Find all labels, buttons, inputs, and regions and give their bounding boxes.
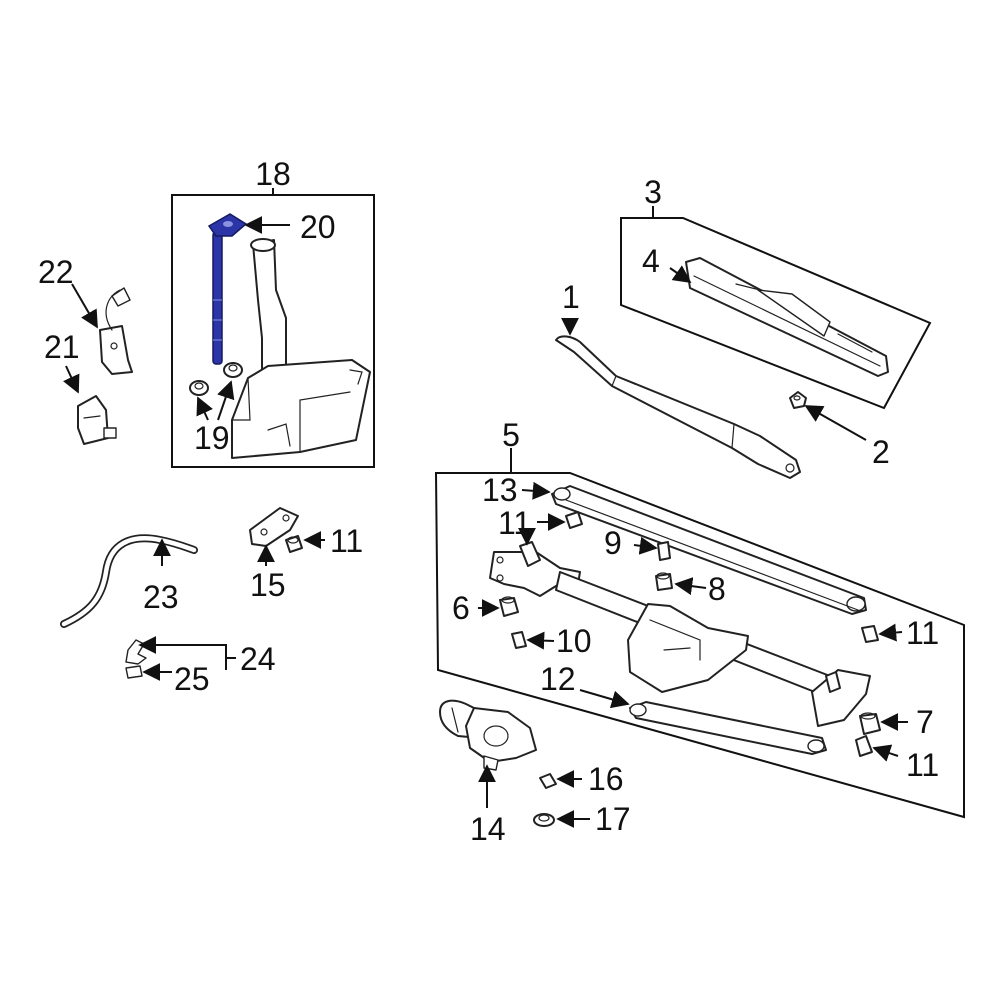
washer-fluid-reservoir <box>231 238 371 459</box>
leader-13 <box>521 481 551 500</box>
leader-9 <box>633 536 658 555</box>
callout-20: 20 <box>300 209 336 245</box>
callout-22: 22 <box>38 254 74 290</box>
leader-2 <box>804 405 867 441</box>
leader-22 <box>71 283 98 329</box>
bushing-8 <box>655 572 673 591</box>
washer-pump-22 <box>99 287 133 375</box>
nut-11-right <box>861 625 879 643</box>
wiper-blade-4 <box>685 257 889 377</box>
leader-8 <box>674 577 707 596</box>
linkage-group-box <box>434 472 965 819</box>
callout-8: 8 <box>708 571 726 607</box>
leader-11-right <box>878 623 903 642</box>
callout-7: 7 <box>916 704 934 740</box>
callout-17: 17 <box>595 801 631 837</box>
callout-3: 3 <box>644 174 662 210</box>
wiper-arm-1 <box>555 335 801 479</box>
callout-10: 10 <box>556 623 592 659</box>
wiper-blade-group-box <box>620 217 932 410</box>
callout-9: 9 <box>604 525 622 561</box>
callout-24: 24 <box>240 641 276 677</box>
callout-11-right: 11 <box>906 615 939 651</box>
callout-23: 23 <box>143 579 179 615</box>
callout-1: 1 <box>562 279 580 315</box>
leader-21 <box>63 365 80 394</box>
leader-19b <box>217 380 235 421</box>
callout-21: 21 <box>44 329 80 365</box>
hose-connector-25 <box>125 665 143 679</box>
bracket-15 <box>249 507 299 547</box>
washer-hose-23 <box>60 534 198 628</box>
leader-10 <box>526 631 555 650</box>
grommet-19-right <box>223 362 243 378</box>
leader-4 <box>669 265 692 284</box>
callout-25: 25 <box>174 661 210 697</box>
grommet-19-left <box>189 380 209 396</box>
callout-15: 15 <box>250 567 286 603</box>
callout-19: 19 <box>194 420 230 456</box>
bushing-7 <box>859 712 881 735</box>
leader-12 <box>579 689 630 709</box>
leader-19a <box>196 396 213 421</box>
callout-6: 6 <box>452 590 470 626</box>
callout-11-lower: 11 <box>906 747 939 783</box>
cap-16 <box>539 773 557 789</box>
callout-12: 12 <box>540 661 576 697</box>
callout-11-top: 11 <box>498 505 531 541</box>
callout-2: 2 <box>872 434 890 470</box>
wiper-motor-14 <box>439 699 537 771</box>
washer-motor-21 <box>77 395 117 445</box>
cap-17 <box>533 813 555 827</box>
spacer-10 <box>511 631 527 649</box>
callout-11-bracket: 11 <box>330 523 363 559</box>
callout-5: 5 <box>502 417 520 453</box>
level-sensor-cap-highlighted <box>207 213 248 365</box>
callout-16: 16 <box>588 761 624 797</box>
hose-clip-24 <box>125 639 147 665</box>
nut-11-top <box>565 511 583 529</box>
leader-11-lower <box>872 744 899 762</box>
connecting-rod-13 <box>551 485 867 615</box>
spacer-9 <box>657 541 671 561</box>
callout-14: 14 <box>470 811 506 847</box>
callout-18: 18 <box>255 156 291 192</box>
leader-24 <box>138 636 236 659</box>
connecting-rod-12 <box>629 701 827 755</box>
callout-13: 13 <box>482 472 518 508</box>
bushing-6 <box>499 596 519 617</box>
nut-11-lower <box>855 735 873 757</box>
wiper-linkage-frame <box>489 541 871 727</box>
callout-4: 4 <box>642 243 660 279</box>
nut-11-bracket <box>285 535 303 553</box>
nut-2 <box>789 391 807 409</box>
